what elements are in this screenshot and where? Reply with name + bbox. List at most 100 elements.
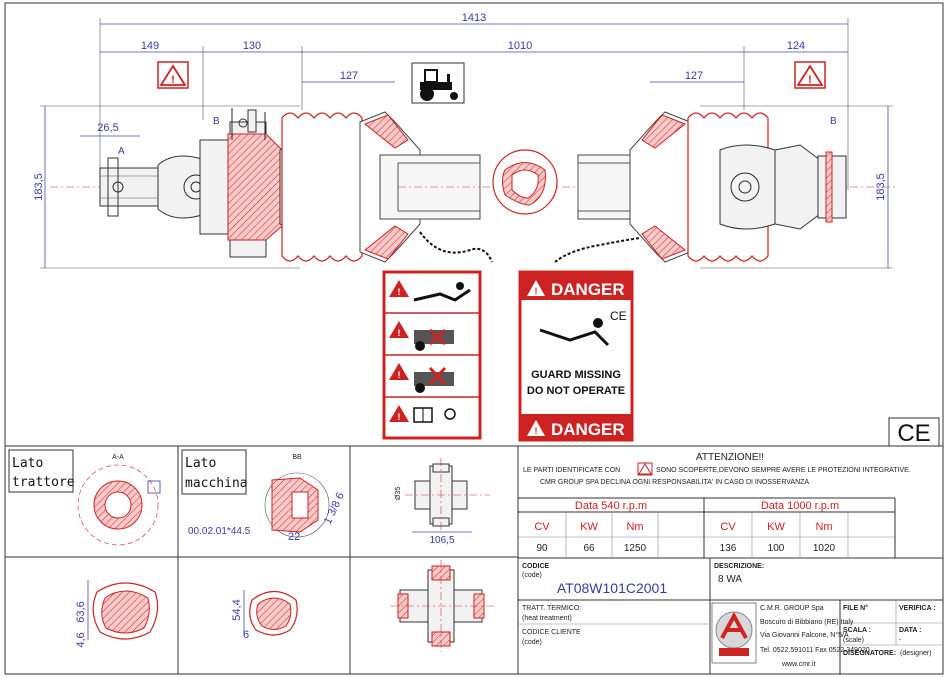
part-code-ref: 00.02.01*44.5	[188, 526, 251, 537]
dim-tube-inner-w: 6	[243, 629, 249, 641]
tractor-icon-small	[415, 341, 425, 351]
codice-sub: (code)	[522, 572, 542, 579]
svg-text:!: !	[171, 74, 175, 86]
dim-cross-dia: Ø35	[395, 487, 402, 500]
svg-text:!: !	[398, 287, 401, 297]
lato-trattore-label-1: Lato	[12, 456, 43, 471]
safety-pictogram-panel: ! ! ! !	[382, 270, 482, 440]
verifica-label: VERIFICA :	[899, 605, 936, 612]
dim-left-inner: 127	[340, 70, 358, 82]
tube-section-outer: 63,6 4,6	[75, 580, 159, 648]
lato-macchina-label-1: Lato	[185, 456, 216, 471]
shaft-assembly: B A	[50, 108, 895, 263]
attention-line2: CMR GROUP SPA DECLINA OGNI RESPONSABILIT…	[540, 479, 809, 486]
entangled-person-icon-large	[539, 328, 610, 347]
svg-text:!: !	[535, 426, 538, 436]
dim-tube-outer-w: 4,6	[75, 632, 87, 647]
codice-value: AT08W101C2001	[557, 580, 667, 596]
spec-540-cv: 90	[536, 543, 548, 554]
section-bb-panel: Lato macchina BB 00.02.01*44.5 22 1 3/8 …	[181, 449, 347, 543]
spec-540-kw: 66	[583, 543, 595, 554]
data-value: -	[899, 637, 902, 644]
svg-text:CE: CE	[897, 420, 930, 447]
dim-right-inner: 127	[685, 70, 703, 82]
data-label: DATA :	[899, 627, 921, 634]
company-tel: Tel. 0522.591011 Fax 0522.349020	[760, 647, 870, 654]
svg-text:!: !	[808, 74, 812, 86]
section-aa-label: A-A	[112, 454, 124, 461]
svg-text:!: !	[535, 286, 538, 296]
attention-notice: ATTENZIONE!! LE PARTI IDENTIFICATE CON S…	[523, 452, 911, 486]
section-mark-a-left: A	[118, 146, 125, 157]
spec-540-col-kw: KW	[580, 521, 598, 533]
scala-label: SCALA :	[843, 627, 871, 634]
ce-mark: CE	[888, 417, 940, 447]
dim-tube-outer-h: 63,6	[75, 601, 87, 622]
attention-line1b: SONO SCOPERTE,DEVONO SEMPRE AVERE LE PRO…	[656, 467, 911, 474]
lato-trattore-label-2: trattore	[12, 475, 75, 490]
attention-line1a: LE PARTI IDENTIFICATE CON	[523, 467, 620, 474]
scala-sub: (scale)	[843, 637, 864, 644]
dimension-group: 1413 149 130 1010 124 127 127 183,5 183,…	[33, 12, 893, 269]
spec-1000-col-nm: Nm	[815, 521, 832, 533]
dim-right-yoke: 124	[787, 40, 805, 52]
svg-text:!: !	[398, 328, 401, 338]
descrizione-label: DESCRIZIONE:	[714, 563, 764, 570]
entangled-person-icon	[413, 288, 471, 302]
company-addr2: Via Giovanni Falcone, N°5/A	[760, 631, 849, 639]
ce-mark-small: CE	[610, 309, 627, 323]
warning-icon-right: !	[794, 61, 826, 89]
spec-1000-col-cv: CV	[720, 521, 736, 533]
codice-label: CODICE	[522, 563, 550, 570]
cross-joint-guard-view	[390, 560, 495, 652]
tratt-label: TRATT. TERMICO:	[522, 605, 581, 612]
svg-text:!: !	[398, 412, 401, 422]
company-name: C.M.R. GROUP Spa	[760, 605, 824, 612]
dim-overall: 1413	[462, 12, 486, 24]
spec-1000-nm: 1020	[813, 543, 836, 554]
tractor-icon	[411, 62, 465, 104]
dim-tube-inner-h: 54,4	[231, 599, 243, 620]
spec-540-col-cv: CV	[534, 521, 550, 533]
danger-sign: ! DANGER CE GUARD MISSING DO NOT OPERATE…	[518, 270, 634, 442]
section-bb-label: BB	[292, 454, 302, 461]
sheet-frame	[4, 2, 944, 675]
danger-bottom-label: DANGER	[551, 420, 625, 439]
bottom-grid	[5, 445, 943, 674]
attention-title: ATTENZIONE!!	[696, 452, 764, 463]
cliente-label: CODICE CLIENTE	[522, 629, 581, 636]
dim-height-right: 183,5	[875, 173, 887, 201]
warning-icon-picto: ! ! ! !	[389, 280, 409, 422]
spec-540-header: Data 540 r.p.m	[575, 500, 647, 512]
section-aa-panel: Lato trattore A-A	[8, 449, 161, 546]
file-label: FILE N°	[843, 604, 868, 612]
warning-icon-left: !	[157, 61, 189, 89]
svg-text:!: !	[398, 370, 401, 380]
dim-spline: 1 3/8 6	[322, 491, 347, 527]
spec-1000-kw: 100	[768, 543, 785, 554]
company-logo	[711, 602, 757, 664]
spec-1000-cv: 136	[720, 543, 737, 554]
title-block: CODICE (code) AT08W101C2001 DESCRIZIONE:…	[518, 558, 943, 674]
cliente-sub: (code)	[522, 639, 542, 646]
company-addr1: Boscuro di Bibbiano (RE) Italy	[760, 619, 854, 626]
section-mark-b-left: B	[213, 116, 220, 127]
tube-section-inner: 54,4 6	[231, 590, 298, 641]
dim-left-yoke: 149	[141, 40, 159, 52]
spec-540-nm: 1250	[624, 543, 647, 554]
section-mark-b-right: B	[830, 116, 837, 127]
dim-height-left: 183,5	[33, 173, 45, 201]
danger-line2: DO NOT OPERATE	[527, 385, 625, 397]
dim-tube-span: 1010	[508, 40, 532, 52]
disegnatore-sub: (designer)	[900, 650, 932, 657]
danger-top-label: DANGER	[551, 280, 625, 299]
spec-1000-col-kw: KW	[767, 521, 785, 533]
lato-macchina-label-2: macchina	[185, 476, 248, 491]
company-web: www.cmr.it	[781, 661, 816, 668]
descrizione-value: 8 WA	[718, 574, 742, 585]
tratt-sub: (heat treatment)	[522, 615, 572, 622]
disegnatore-label: DISEGNATORE:	[843, 650, 896, 657]
dim-shaft-dia: 26,5	[97, 122, 118, 134]
dim-left-guard: 130	[243, 40, 261, 52]
